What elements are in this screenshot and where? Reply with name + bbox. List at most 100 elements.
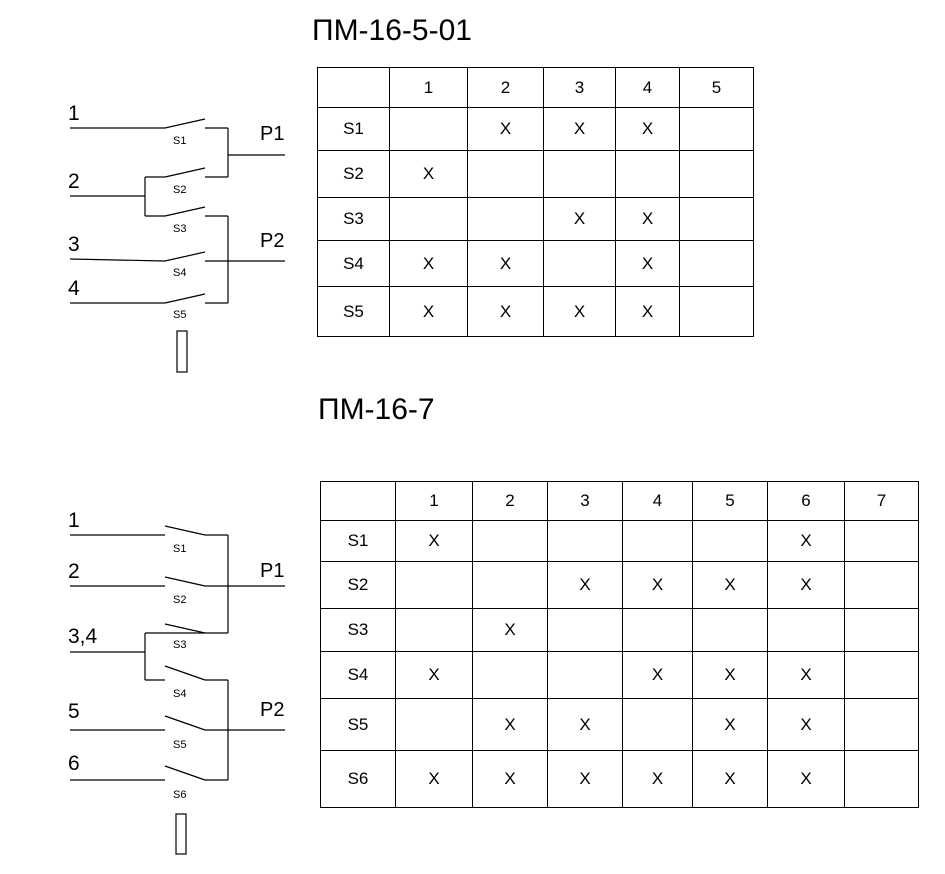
table-cell: X xyxy=(615,286,680,337)
header-cell: 1 xyxy=(389,67,468,108)
table-header-row: 1 2 3 4 5 xyxy=(317,67,754,108)
table-cell xyxy=(679,240,754,287)
d2-switch-s5: S5 xyxy=(173,739,186,751)
table-cell: X xyxy=(389,286,468,337)
table-cell xyxy=(472,651,548,699)
table-cell xyxy=(547,520,623,562)
table-cell xyxy=(622,608,693,652)
table-cell xyxy=(692,520,768,562)
d1-input-3: 3 xyxy=(68,233,80,256)
table-cell xyxy=(543,150,616,198)
table-cell: X xyxy=(472,698,548,751)
table-row: S1 X X X xyxy=(317,107,754,151)
d2-switch-s2: S2 xyxy=(173,594,186,606)
d1-switch-s4: S4 xyxy=(173,267,186,279)
d2-switch-s3: S3 xyxy=(173,639,186,651)
table-cell xyxy=(543,240,616,287)
header-cell: 2 xyxy=(472,481,548,521)
d2-input-3-4: 3,4 xyxy=(68,625,98,648)
table-row: S5 X X X X xyxy=(320,698,919,751)
table-cell: X xyxy=(767,651,845,699)
d1-input-1: 1 xyxy=(68,102,80,125)
header-cell: 5 xyxy=(679,67,754,108)
row-label: S1 xyxy=(317,107,390,151)
table-cell xyxy=(767,608,845,652)
table-cell xyxy=(844,750,919,808)
table-cell: X xyxy=(622,561,693,609)
table-row: S3 X xyxy=(320,608,919,652)
table-header-row: 1 2 3 4 5 6 7 xyxy=(320,481,919,521)
table-cell: X xyxy=(389,240,468,287)
d1-input-4: 4 xyxy=(68,277,80,300)
header-cell xyxy=(320,481,396,521)
table-cell: X xyxy=(615,197,680,241)
header-cell: 6 xyxy=(767,481,845,521)
d2-switch-s1: S1 xyxy=(173,543,186,555)
table-cell: X xyxy=(692,698,768,751)
d2-input-6: 6 xyxy=(68,752,80,775)
d1-switch-s5: S5 xyxy=(173,309,186,321)
table-row: S3 X X xyxy=(317,197,754,241)
row-label: S4 xyxy=(317,240,390,287)
row-label: S1 xyxy=(320,520,396,562)
table-cell: X xyxy=(767,698,845,751)
header-cell: 7 xyxy=(844,481,919,521)
table-cell: X xyxy=(767,561,845,609)
section-2-title: ПМ-16-7 xyxy=(318,393,435,426)
table-cell: X xyxy=(615,107,680,151)
d2-input-1: 1 xyxy=(68,509,80,532)
header-cell: 4 xyxy=(615,67,680,108)
table-cell: X xyxy=(615,240,680,287)
table-cell: X xyxy=(467,240,544,287)
table-cell xyxy=(547,651,623,699)
table-cell: X xyxy=(547,561,623,609)
row-label: S2 xyxy=(320,561,396,609)
table-cell xyxy=(389,107,468,151)
table-cell xyxy=(844,698,919,751)
switch-table-2: 1 2 3 4 5 6 7 S1 X X S2 X X X X S3 X S xyxy=(320,481,919,808)
d2-switch-s6: S6 xyxy=(173,789,186,801)
table-cell xyxy=(622,520,693,562)
table-row: S2 X xyxy=(317,150,754,198)
table-row: S4 X X X X xyxy=(320,651,919,699)
table-cell: X xyxy=(767,750,845,808)
table-cell: X xyxy=(543,197,616,241)
header-cell: 2 xyxy=(467,67,544,108)
table-cell xyxy=(467,197,544,241)
header-cell: 5 xyxy=(692,481,768,521)
row-label: S3 xyxy=(320,608,396,652)
table-cell: X xyxy=(395,651,473,699)
d1-input-2: 2 xyxy=(68,170,80,193)
table-cell xyxy=(395,698,473,751)
table-cell xyxy=(679,107,754,151)
table-cell: X xyxy=(467,286,544,337)
row-label: S2 xyxy=(317,150,390,198)
d1-output-p2: P2 xyxy=(260,230,284,252)
table-cell xyxy=(679,286,754,337)
d2-output-p2: P2 xyxy=(260,699,284,721)
table-cell: X xyxy=(547,698,623,751)
row-label: S5 xyxy=(320,698,396,751)
table-cell xyxy=(389,197,468,241)
row-label: S4 xyxy=(320,651,396,699)
d2-input-2: 2 xyxy=(68,560,80,583)
table-cell xyxy=(692,608,768,652)
d1-switch-s1: S1 xyxy=(173,135,186,147)
table-cell: X xyxy=(692,750,768,808)
table-cell: X xyxy=(692,561,768,609)
table-cell: X xyxy=(767,520,845,562)
d1-switch-s3: S3 xyxy=(173,223,186,235)
row-label: S5 xyxy=(317,286,390,337)
row-label: S6 xyxy=(320,750,396,808)
header-cell: 3 xyxy=(547,481,623,521)
table-cell xyxy=(844,651,919,699)
switch-table-1: 1 2 3 4 5 S1 X X X S2 X S3 X X S4 X X X … xyxy=(317,67,754,337)
header-cell: 4 xyxy=(622,481,693,521)
table-cell xyxy=(844,561,919,609)
table-cell: X xyxy=(622,750,693,808)
row-label: S3 xyxy=(317,197,390,241)
table-cell xyxy=(622,698,693,751)
d2-output-p1: P1 xyxy=(260,560,284,582)
table-cell: X xyxy=(692,651,768,699)
